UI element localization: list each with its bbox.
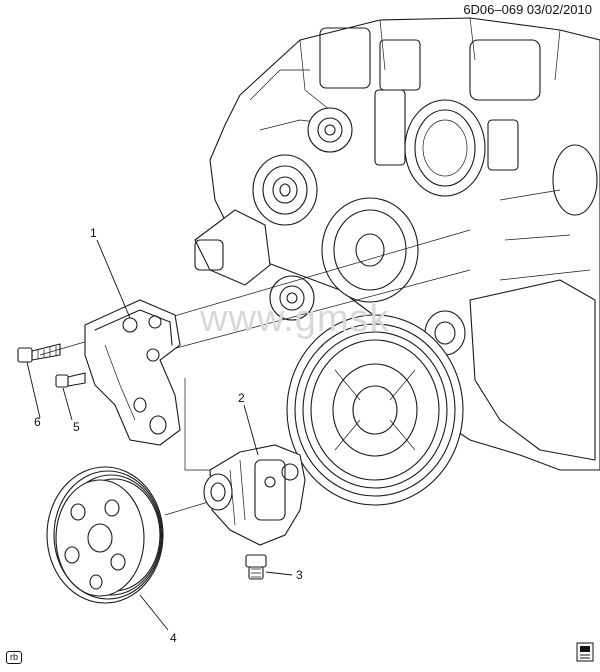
pump-fitting [245,554,267,580]
callout-3: 3 [296,568,303,582]
callout-6: 6 [34,415,41,429]
watermark: www.gmsk [200,298,390,340]
bolt-long [17,343,61,363]
bolt-short [55,372,86,388]
document-icon [576,642,594,662]
footer-badge: rb [6,651,23,664]
callout-4: 4 [170,631,177,645]
leader-lines [26,239,293,631]
engine-block [194,17,600,506]
callout-2: 2 [238,391,245,405]
pump-bracket [84,299,181,446]
power-steering-pump [203,444,306,546]
pump-pulley [46,466,164,604]
diagram-reference: 6D06–069 03/02/2010 [463,2,592,17]
callout-5: 5 [73,420,80,434]
callout-1: 1 [90,226,97,240]
